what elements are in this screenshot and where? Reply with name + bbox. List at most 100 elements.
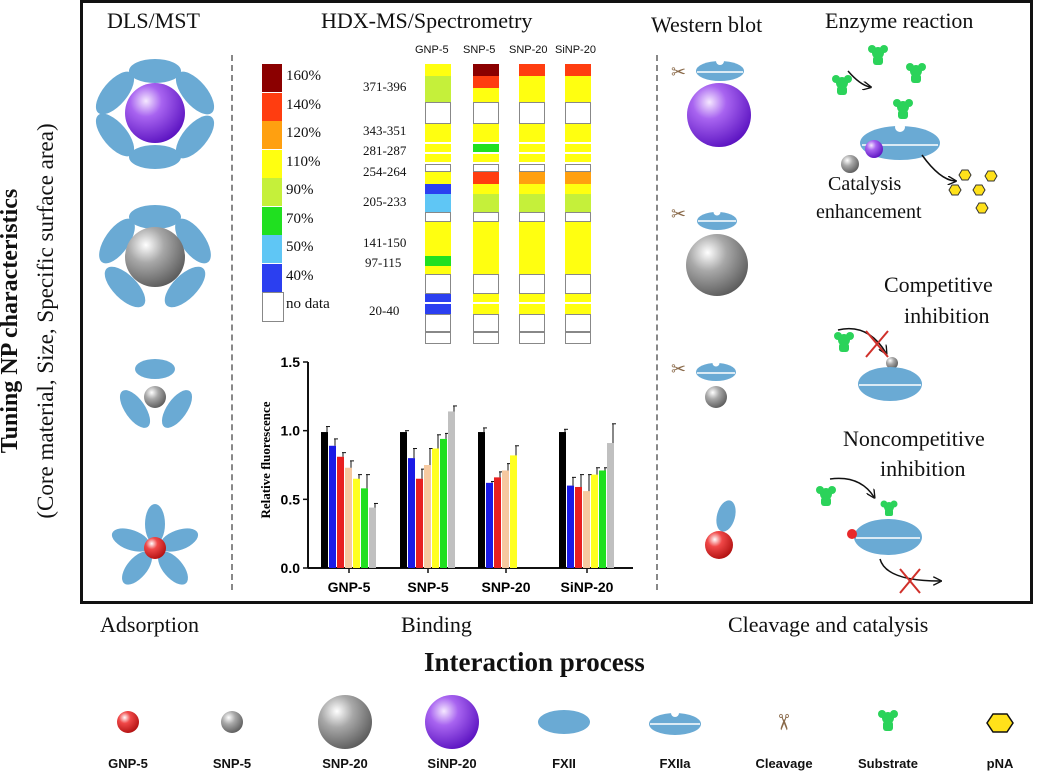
hdx-cell <box>519 266 545 274</box>
hdx-cell <box>473 76 499 88</box>
hdx-cell <box>425 256 451 266</box>
bar <box>321 432 328 568</box>
column-title-enzyme: Enzyme reaction <box>825 8 974 33</box>
legend-item-label: pNA <box>986 756 1014 771</box>
label-catalysis: Catalysis <box>828 173 902 195</box>
substrate-icon <box>816 486 836 506</box>
hdx-cell <box>565 144 591 152</box>
hdx-cell <box>565 204 591 212</box>
fxii-shape <box>175 115 215 159</box>
hdx-cell <box>473 266 499 274</box>
sinp-20-particle <box>865 140 883 158</box>
fxii-shape <box>119 390 151 428</box>
fxii-shape <box>104 266 146 308</box>
label-competitive-inhibition: inhibition <box>904 303 990 328</box>
hdx-cell <box>425 88 451 102</box>
substrate-icon <box>880 500 898 516</box>
substrate-icon <box>893 99 913 119</box>
bar <box>502 470 509 568</box>
bar <box>567 485 574 568</box>
snp-5-adsorption <box>119 359 193 428</box>
hdx-cell <box>565 124 591 134</box>
hdx-column-header: SNP-5 <box>463 44 496 56</box>
legend-swatch <box>262 121 282 149</box>
legend-label: 110% <box>286 153 321 170</box>
gnp-5-particle <box>705 531 733 559</box>
hdx-cell <box>473 88 499 102</box>
hdx-cell <box>565 212 591 222</box>
x-tick-label: SNP-20 <box>481 579 530 595</box>
snp-5-particle <box>886 357 898 369</box>
snp-20-icon <box>315 692 375 757</box>
hdx-cell <box>473 222 499 246</box>
hdx-cell <box>425 266 451 274</box>
hdx-cell <box>519 64 545 76</box>
fxiia-shape <box>854 519 922 555</box>
legend-swatch <box>262 206 282 235</box>
legend-swatch <box>262 235 282 263</box>
hdx-cell <box>519 222 545 246</box>
label-enhancement: enhancement <box>816 201 922 223</box>
blocked-cross-icon <box>865 330 889 358</box>
process-adsorption: Adsorption <box>100 612 199 637</box>
bar <box>432 448 439 568</box>
legend-item-label: FXII <box>552 756 576 771</box>
hdx-cell <box>519 294 545 302</box>
fxiia-shape <box>858 367 922 401</box>
hdx-cell <box>473 172 499 184</box>
snp-20-adsorption <box>99 205 211 308</box>
sinp-20-particle <box>687 83 751 147</box>
y-tick-label: 1.0 <box>281 423 301 439</box>
hdx-cell <box>519 164 545 172</box>
fxii-icon <box>534 702 594 747</box>
legend-item-label: GNP-5 <box>108 756 148 771</box>
bar <box>510 455 517 568</box>
process-cleavage: Cleavage and catalysis <box>728 612 929 637</box>
label-noncompetitive: Noncompetitive <box>843 426 985 451</box>
hdx-cell <box>425 124 451 134</box>
hdx-cell <box>425 222 451 246</box>
hdx-cell <box>473 154 499 162</box>
scissors-icon: ✂ <box>671 62 686 83</box>
bar <box>424 465 431 568</box>
hdx-cell <box>473 194 499 204</box>
fxii-shape <box>129 145 181 169</box>
gnp-5-adsorption <box>111 504 199 585</box>
hdx-cell <box>473 184 499 194</box>
legend-swatch <box>262 92 282 121</box>
hdx-cell <box>565 164 591 172</box>
legend-item-label: SNP-5 <box>212 756 252 771</box>
bar <box>353 478 360 568</box>
hdx-cell <box>425 194 451 204</box>
hdx-peptide-label: 281-287 <box>363 143 407 158</box>
bar <box>486 482 493 568</box>
legend-swatch <box>262 149 282 178</box>
fxii-shape <box>129 59 181 83</box>
legend-label: 120% <box>286 125 321 141</box>
bar <box>448 411 455 568</box>
hdx-cell <box>473 102 499 124</box>
snp-5-particle <box>705 386 727 408</box>
bar <box>440 438 447 568</box>
hdx-cell <box>473 204 499 212</box>
x-tick-label: SiNP-20 <box>561 579 614 595</box>
snp-20-particle <box>125 227 185 287</box>
bar <box>559 432 566 568</box>
main-frame <box>80 0 1033 604</box>
hdx-peptide-label: 371-396 <box>363 79 407 94</box>
hdx-cell <box>425 154 451 162</box>
hdx-peptide-label: 97-115 <box>365 255 402 270</box>
bar <box>337 456 344 568</box>
arrow-icon <box>921 154 955 181</box>
legend-label: no data <box>286 296 330 312</box>
hdx-cell <box>565 304 591 314</box>
legend-label: 40% <box>286 267 314 284</box>
hdx-cell <box>565 172 591 184</box>
gnp-5-particle <box>144 537 166 559</box>
y-tick-label: 0.0 <box>281 560 301 576</box>
hdx-cell <box>425 76 451 88</box>
hdx-cell <box>565 294 591 302</box>
bar <box>400 432 407 568</box>
